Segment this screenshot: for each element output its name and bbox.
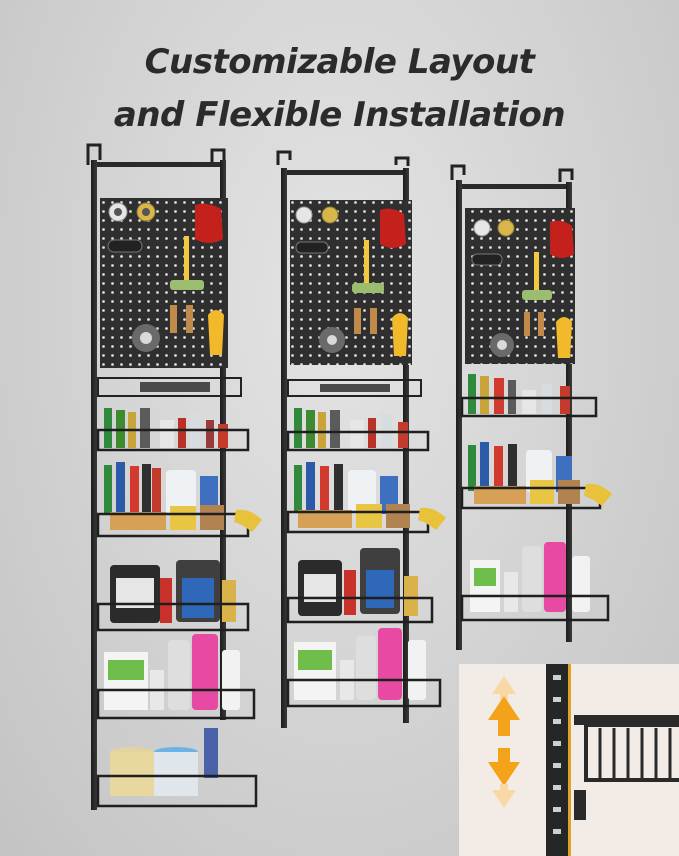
shelf-4-items (104, 634, 240, 710)
headline-line-1: Customizable Layout (144, 42, 535, 82)
shelf-2-items (104, 462, 224, 530)
rack-right (450, 164, 612, 650)
shelf-5-items (110, 728, 218, 796)
rack-middle (276, 150, 446, 728)
arrow-down-icon (488, 748, 520, 808)
height-adjust-inset (459, 664, 679, 856)
shelf-1-items (104, 408, 228, 448)
rack-left (86, 143, 262, 810)
shelf-3-items (110, 560, 236, 623)
headline-line-2: and Flexible Installation (113, 95, 566, 135)
arrow-up-icon (488, 676, 520, 736)
